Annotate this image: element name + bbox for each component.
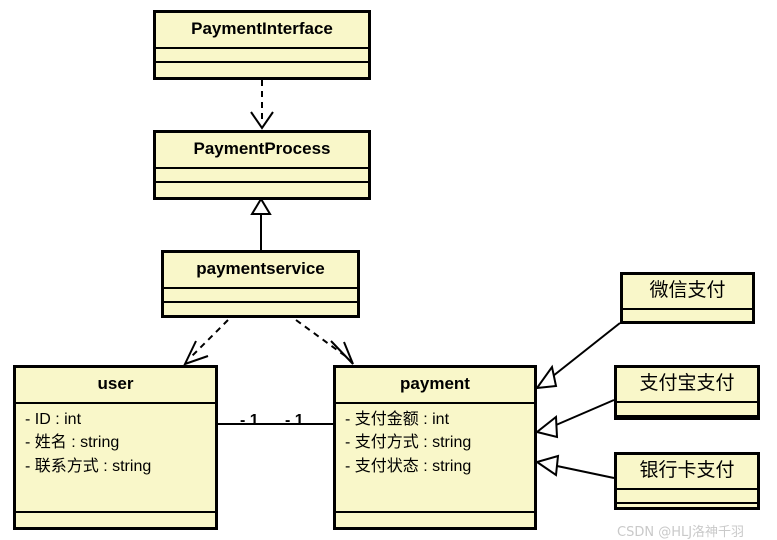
class-title-user: user xyxy=(16,368,215,404)
class-attributes-bankcard-pay xyxy=(617,490,757,504)
class-attributes-paymentservice xyxy=(164,289,357,303)
class-box-paymentservice[interactable]: paymentservice xyxy=(161,250,360,318)
class-title-wechat-pay: 微信支付 xyxy=(623,275,752,310)
class-title-bankcard-pay: 银行卡支付 xyxy=(617,455,757,490)
class-methods-payment-interface xyxy=(156,63,368,77)
class-methods-user xyxy=(16,513,215,527)
edge-generalization-service-process xyxy=(250,197,272,250)
attribute-row: - 支付金额 : int xyxy=(345,410,450,428)
class-attributes-alipay-pay xyxy=(617,403,757,417)
class-box-payment-process[interactable]: PaymentProcess xyxy=(153,130,371,200)
class-attributes-user: - ID : int - 姓名 : string - 联系方式 : string xyxy=(16,404,215,513)
edge-generalization-bankcard-payment xyxy=(534,454,615,479)
class-title-payment-process: PaymentProcess xyxy=(156,133,368,169)
class-attributes-payment-process xyxy=(156,169,368,183)
edge-generalization-wechat-payment xyxy=(534,322,621,390)
class-methods-wechat-pay xyxy=(623,324,752,338)
class-box-alipay-pay[interactable]: 支付宝支付 xyxy=(614,365,760,420)
edge-realization-process-interface xyxy=(250,80,274,130)
association-label-payment-multiplicity: - 1 xyxy=(285,412,304,429)
attribute-row: - 姓名 : string xyxy=(25,434,120,452)
attribute-row: - 联系方式 : string xyxy=(25,457,152,475)
class-title-payment-interface: PaymentInterface xyxy=(156,13,368,49)
edge-generalization-alipay-payment xyxy=(534,399,615,439)
attribute-row: - ID : int xyxy=(25,410,82,428)
edge-dependency-service-user xyxy=(183,319,229,366)
class-title-payment: payment xyxy=(336,368,534,404)
class-box-wechat-pay[interactable]: 微信支付 xyxy=(620,272,755,324)
class-box-bankcard-pay[interactable]: 银行卡支付 xyxy=(614,452,760,510)
class-attributes-payment: - 支付金额 : int - 支付方式 : string - 支付状态 : st… xyxy=(336,404,534,513)
class-methods-paymentservice xyxy=(164,303,357,317)
edge-dependency-service-payment xyxy=(295,319,354,365)
class-attributes-payment-interface xyxy=(156,49,368,63)
class-methods-payment-process xyxy=(156,183,368,197)
class-methods-alipay-pay xyxy=(617,417,757,431)
attribute-row: - 支付方式 : string xyxy=(345,434,472,452)
class-methods-payment xyxy=(336,513,534,527)
attribute-row: - 支付状态 : string xyxy=(345,457,472,475)
association-label-user-multiplicity: - 1 xyxy=(240,412,259,429)
class-title-alipay-pay: 支付宝支付 xyxy=(617,368,757,403)
class-title-paymentservice: paymentservice xyxy=(164,253,357,289)
csdn-watermark: CSDN @HLJ洛神千羽 xyxy=(617,525,745,540)
class-box-payment-interface[interactable]: PaymentInterface xyxy=(153,10,371,80)
class-box-user[interactable]: user - ID : int - 姓名 : string - 联系方式 : s… xyxy=(13,365,218,530)
class-box-payment[interactable]: payment - 支付金额 : int - 支付方式 : string - 支… xyxy=(333,365,537,530)
class-methods-bankcard-pay xyxy=(617,504,757,518)
class-attributes-wechat-pay xyxy=(623,310,752,324)
